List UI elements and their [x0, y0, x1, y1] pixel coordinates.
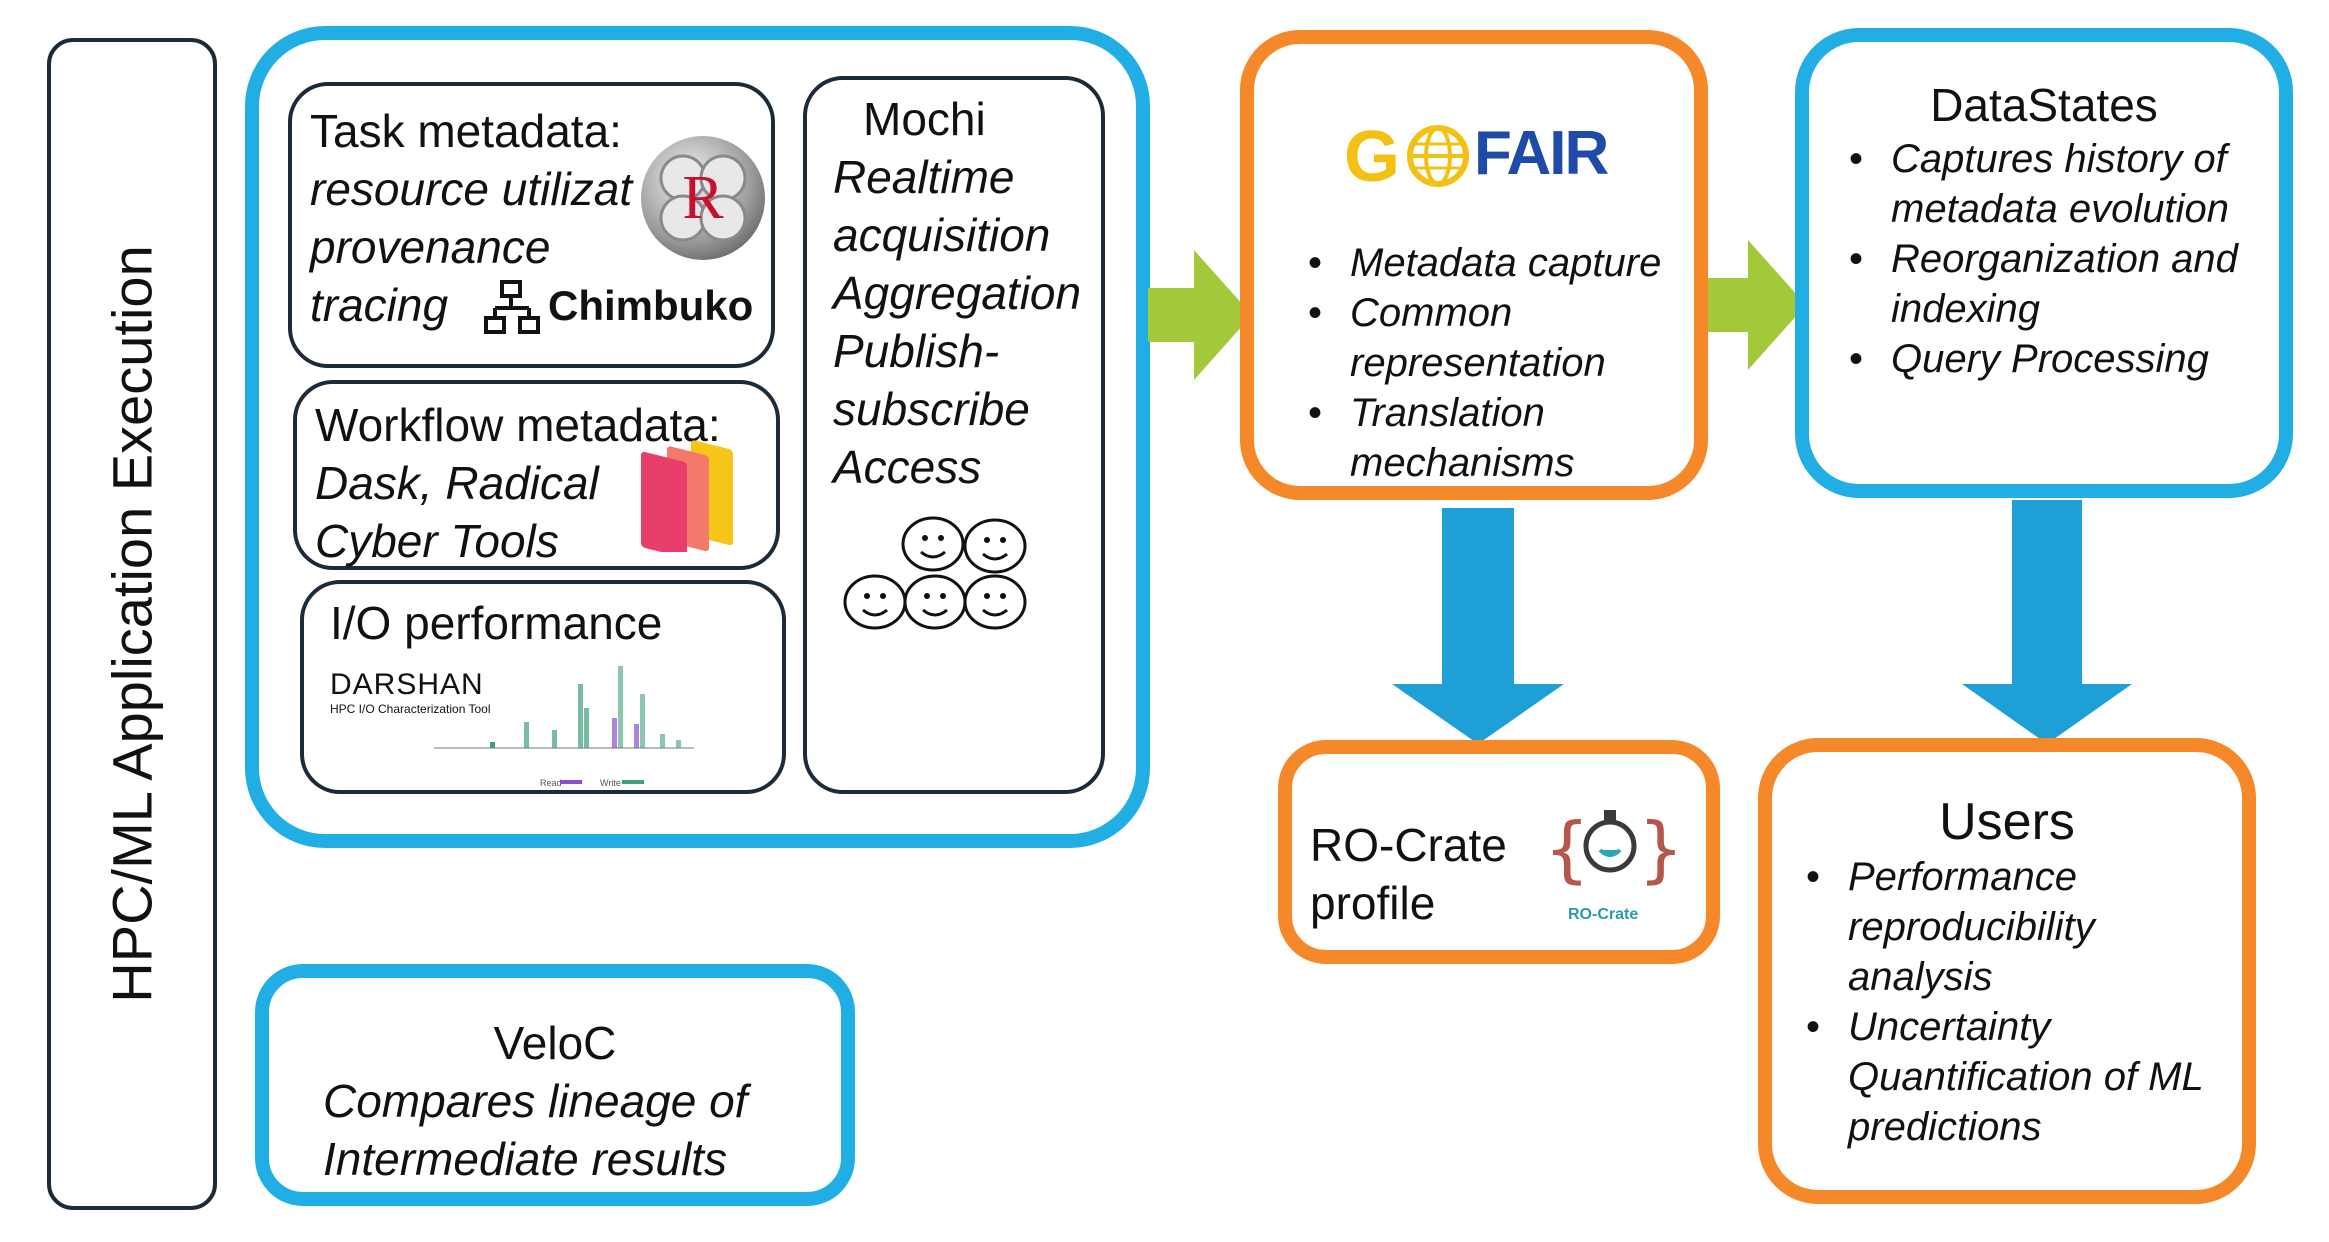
arrow-to-datastates [1702, 240, 1806, 370]
gofair-logo-fair: FAIR [1474, 119, 1609, 188]
workflow-line1: Dask, Radical [315, 457, 599, 509]
users-bullet-2: Uncertainty Quantification of ML predict… [1806, 1002, 2242, 1152]
chimbuko-label: Chimbuko [548, 282, 754, 329]
chimbuko-icon [484, 280, 540, 334]
rocrate-line2: profile [1310, 877, 1436, 929]
io-performance-box: I/O performance DARSHAN HPC I/O Characte… [300, 580, 786, 794]
workflow-metadata-box: Workflow metadata: Dask, Radical Cyber T… [293, 380, 780, 570]
svg-text:R: R [682, 164, 724, 232]
svg-text:}: } [1638, 807, 1680, 891]
rocrate-box: RO-Crate profile { } RO-Crate [1278, 740, 1720, 964]
svg-text:Read: Read [540, 778, 562, 788]
gofair-bullet-1: Metadata capture [1308, 238, 1684, 288]
mochi-line-1: Realtime [833, 151, 1015, 203]
veloc-line1: Compares lineage of [323, 1075, 748, 1127]
mochi-line-2: acquisition [833, 209, 1051, 261]
mochi-box: Mochi Realtime acquisition Aggregation P… [803, 76, 1105, 794]
mochi-line-3: Aggregation [833, 267, 1082, 319]
gofair-logo-g: G [1344, 117, 1401, 197]
datastates-bullet-2: Reorganization and indexing [1849, 234, 2285, 334]
r-logo-icon: R [641, 136, 765, 260]
datastates-bullet-3: Query Processing [1849, 334, 2285, 384]
task-line1: resource utilizat [310, 163, 633, 215]
veloc-title: VeloC [493, 1017, 617, 1069]
gofair-box: G FAIR Metadata capture Common represent… [1240, 30, 1708, 500]
arrow-to-rocrate [1392, 508, 1564, 744]
sidebar-label: HPC/ML Application Execution [100, 245, 164, 1003]
users-bullet-1: Performance reproducibility analysis [1806, 852, 2242, 1002]
gofair-bullet-3: Translation mechanisms [1308, 388, 1684, 488]
datastates-title: DataStates [1930, 79, 2158, 131]
mochi-line-6: Access [833, 441, 982, 493]
veloc-line2: Intermediate results [323, 1133, 727, 1185]
task-line3: tracing [310, 279, 449, 331]
mochi-faces-icon [843, 516, 1027, 630]
users-bullets: Performance reproducibility analysis Unc… [1802, 852, 2242, 1152]
gofair-bullet-2: Common representation [1308, 288, 1684, 388]
rocrate-line1: RO-Crate [1310, 819, 1507, 871]
mochi-line-5: subscribe [833, 383, 1030, 435]
task-line2: provenance [310, 221, 551, 273]
arrow-to-gofair [1148, 250, 1252, 380]
workflow-line2: Cyber Tools [315, 515, 559, 567]
datastates-bullet-1: Captures history of metadata evolution [1849, 134, 2285, 234]
sidebar-frame: HPC/ML Application Execution [47, 38, 217, 1210]
workflow-title: Workflow metadata: [315, 399, 721, 451]
darshan-bar-chart: Read Write [434, 666, 694, 788]
task-title: Task metadata: [310, 105, 622, 157]
arrow-to-users [1962, 500, 2132, 744]
users-title: Users [1939, 793, 2075, 851]
task-metadata-box: Task metadata: resource utilizat provena… [288, 82, 775, 368]
rocrate-logo-icon: { } [1544, 807, 1680, 891]
users-box: Users Performance reproducibility analys… [1758, 738, 2256, 1204]
rocrate-logo-label: RO-Crate [1568, 906, 1639, 923]
mochi-title: Mochi [863, 93, 986, 145]
datastates-box: DataStates Captures history of metadata … [1795, 28, 2293, 498]
io-title: I/O performance [330, 597, 663, 649]
globe-icon [1407, 125, 1469, 187]
darshan-subtitle: HPC I/O Characterization Tool [330, 702, 491, 716]
veloc-box: VeloC Compares lineage of Intermediate r… [255, 964, 855, 1206]
svg-text:Write: Write [600, 778, 621, 788]
svg-text:{: { [1544, 807, 1590, 891]
darshan-logo: DARSHAN [330, 668, 484, 701]
datastates-bullets: Captures history of metadata evolution R… [1845, 134, 2285, 384]
stacked-pages-icon [641, 440, 733, 552]
gofair-bullets: Metadata capture Common representation T… [1304, 238, 1684, 488]
mochi-line-4: Publish- [833, 325, 1000, 377]
